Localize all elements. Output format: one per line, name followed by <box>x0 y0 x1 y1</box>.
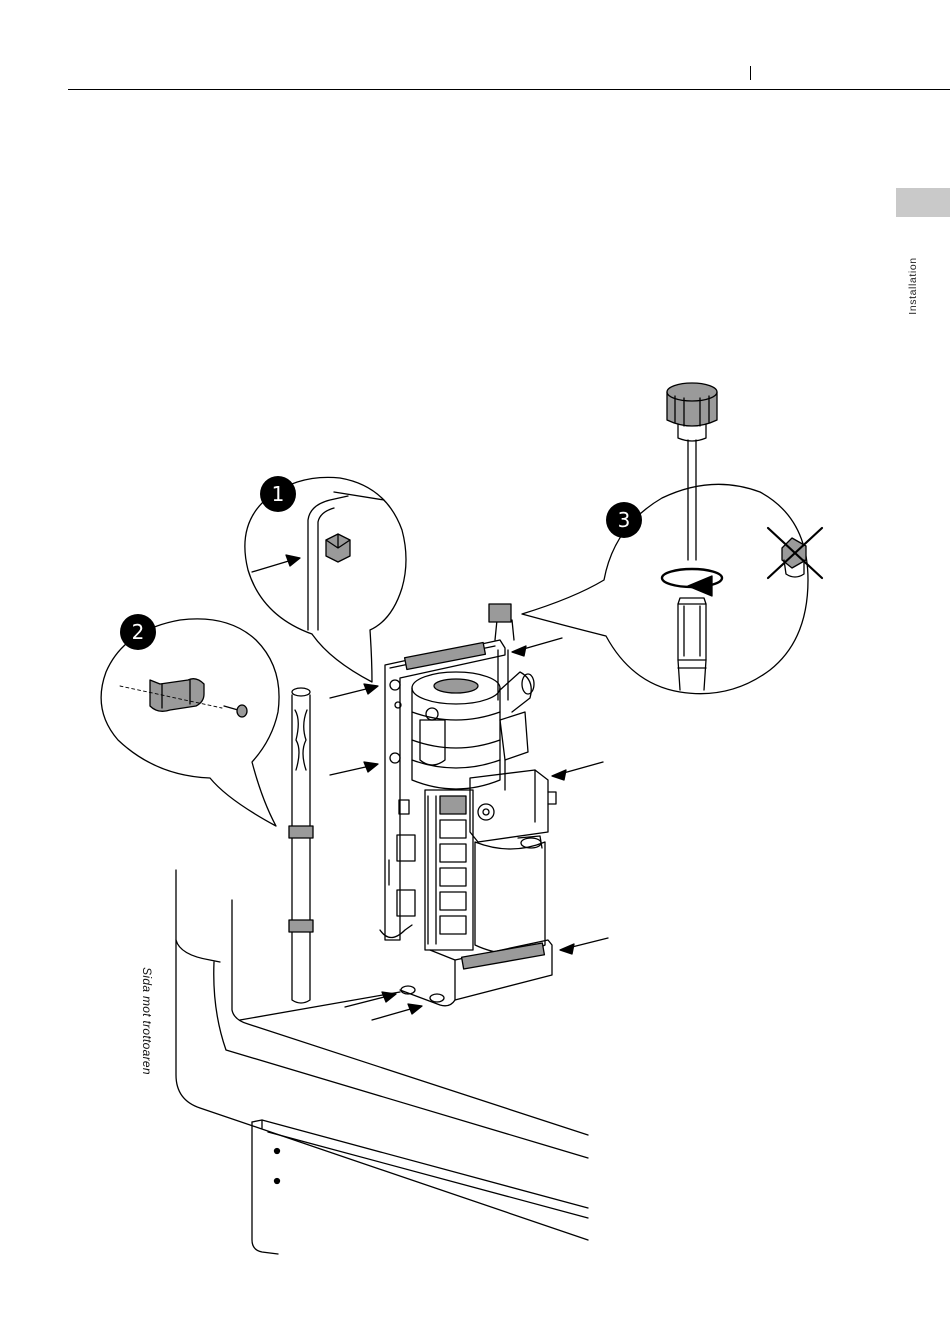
step-badge: 2 <box>120 614 156 650</box>
step-number: 1 <box>272 482 285 506</box>
curb-side-caption: Sida mot trottoaren <box>140 967 154 1075</box>
callout-dipstick-detail <box>522 383 808 694</box>
step-number: 2 <box>132 620 145 644</box>
callout-clamp-detail <box>101 619 279 826</box>
arrow-pointer <box>552 762 603 780</box>
base-bracket <box>400 940 552 1006</box>
step-number: 3 <box>618 508 631 532</box>
step-badge: 1 <box>260 476 296 512</box>
arrow-pointer <box>330 762 378 775</box>
solenoid-valve-stack <box>425 790 473 950</box>
arrow-pointer <box>560 938 608 954</box>
vehicle-body-outline <box>176 870 588 1254</box>
step-badge: 3 <box>606 502 642 538</box>
pipe-with-clamps <box>289 688 313 1003</box>
arrow-pointer <box>512 638 562 656</box>
arrow-pointer <box>372 1004 422 1020</box>
arrow-pointer <box>345 992 396 1007</box>
arrow-pointer <box>330 684 378 698</box>
bolt-head-icon <box>326 534 350 562</box>
